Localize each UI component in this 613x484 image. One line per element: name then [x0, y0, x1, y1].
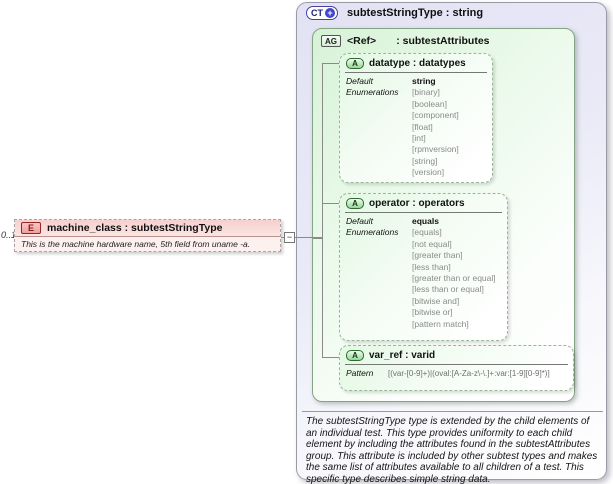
enumerations-label: Enumerations [346, 227, 399, 238]
attribute-badge: A [346, 58, 364, 69]
tree-stub-varref [322, 357, 339, 358]
enumerations-label: Enumerations [346, 87, 399, 98]
element-connector-line [281, 237, 322, 238]
attribute-title: operator : operators [369, 198, 465, 209]
attribute-group-header: AG <Ref> : subtestAttributes [321, 35, 490, 47]
tree-stub-datatype [322, 63, 339, 64]
attribute-box-var-ref[interactable]: A var_ref : varid Pattern [(var-[0-9]+)|… [339, 345, 574, 391]
divider [345, 72, 487, 73]
enum-value: [component] [412, 110, 459, 121]
complex-type-header: CT + subtestStringType : string [306, 6, 483, 20]
complex-type-description: The subtestStringType type is extended b… [306, 416, 598, 484]
element-annotation: This is the machine hardware name, 5th f… [15, 236, 280, 251]
default-label: Default [346, 76, 373, 86]
element-box-machine-class[interactable]: E machine_class : subtestStringType This… [14, 219, 281, 252]
attribute-box-operator[interactable]: A operator : operators Default equals En… [339, 193, 508, 341]
tree-entry-line [313, 238, 322, 239]
enum-value: [greater than or equal] [412, 273, 496, 284]
attribute-facets-datatype: Default string Enumerations [binary] [bo… [340, 73, 492, 182]
tree-vertical-line [322, 63, 323, 358]
complex-type-title: subtestStringType : string [347, 7, 484, 19]
complex-type-badge-label: CT [311, 8, 323, 18]
complex-type-badge[interactable]: CT + [306, 6, 338, 20]
enumeration-values: [binary] [boolean] [component] [float] [… [412, 87, 486, 178]
enum-value: [bitwise and] [412, 295, 460, 306]
divider [345, 212, 502, 213]
enum-value: [greater than] [412, 250, 463, 261]
tree-stub-operator [322, 203, 339, 204]
attribute-badge: A [346, 198, 364, 209]
enum-value: [not equal] [412, 238, 452, 249]
enum-value: [rpmversion] [412, 144, 459, 155]
enum-value: [binary] [412, 87, 440, 98]
divider [345, 364, 568, 365]
enum-value: [float] [412, 121, 433, 132]
element-title: machine_class : subtestStringType [47, 222, 223, 234]
attribute-box-datatype[interactable]: A datatype : datatypes Default string En… [339, 53, 493, 183]
enum-value: [string] [412, 155, 438, 166]
enum-value: [version] [412, 167, 445, 178]
cardinality-label: 0..1 [1, 230, 17, 240]
default-label: Default [346, 216, 373, 226]
collapse-minus-icon[interactable]: − [284, 232, 295, 243]
enum-value: [pattern match] [412, 318, 469, 329]
enum-value: [less than] [412, 261, 451, 272]
attribute-header-var-ref: A var_ref : varid [340, 346, 573, 363]
description-divider [302, 411, 603, 412]
enum-value: [equals] [412, 227, 442, 238]
attribute-title: datatype : datatypes [369, 58, 466, 69]
pattern-label: Pattern [346, 368, 374, 378]
expand-plus-icon[interactable]: + [325, 8, 335, 18]
element-header: E machine_class : subtestStringType [15, 220, 280, 236]
default-value: string [412, 76, 436, 86]
attribute-group-ref: <Ref> [347, 35, 377, 47]
attribute-badge: A [346, 350, 364, 361]
enum-value: [less than or equal] [412, 284, 484, 295]
enum-value: [bitwise or] [412, 307, 453, 318]
attribute-group-box[interactable]: AG <Ref> : subtestAttributes A datatype … [312, 28, 575, 402]
attribute-header-datatype: A datatype : datatypes [340, 54, 492, 71]
element-badge: E [21, 222, 41, 234]
attribute-group-badge: AG [321, 35, 341, 47]
enumeration-values: [equals] [not equal] [greater than] [les… [412, 227, 501, 330]
attribute-group-type: : subtestAttributes [396, 35, 490, 47]
pattern-value: [(var-[0-9]+)|(oval:[A-Za-z\-\.]+:var:[1… [388, 369, 550, 378]
enum-value: [int] [412, 133, 426, 144]
default-value: equals [412, 216, 439, 226]
attribute-facets-operator: Default equals Enumerations [equals] [no… [340, 213, 507, 333]
attribute-title: var_ref : varid [369, 350, 436, 361]
attribute-header-operator: A operator : operators [340, 194, 507, 211]
enum-value: [boolean] [412, 98, 447, 109]
attribute-facets-var-ref: Pattern [(var-[0-9]+)|(oval:[A-Za-z\-\.]… [340, 365, 573, 382]
